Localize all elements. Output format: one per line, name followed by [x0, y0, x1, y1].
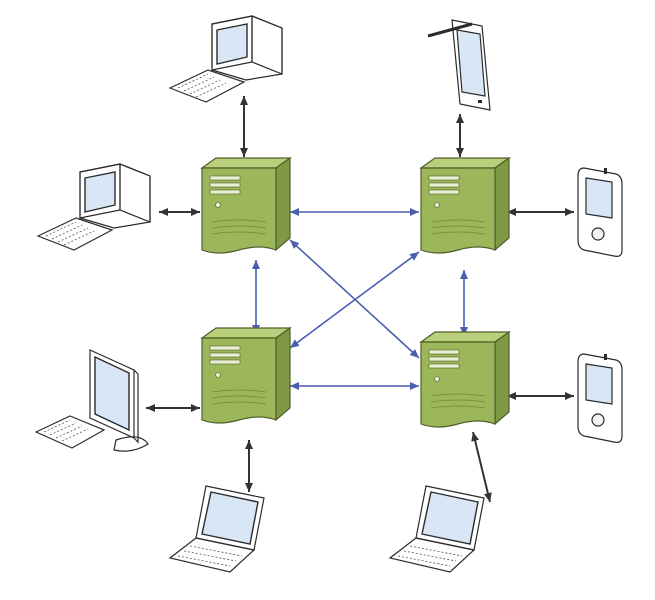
- laptop-icon: [169, 485, 265, 573]
- nodes-layer: [35, 15, 623, 573]
- links-layer: [146, 96, 574, 503]
- server-link-server-top-right-to-server-bottom-left: [289, 251, 420, 349]
- server-link-server-top-left-to-server-bottom-right: [289, 239, 420, 359]
- pda-icon: [577, 353, 623, 443]
- tablet-stylus-icon: [426, 18, 492, 112]
- desktop-computer-icon: [169, 15, 283, 103]
- tower-server-icon: [420, 157, 510, 254]
- lcd-monitor-icon: [35, 349, 149, 452]
- laptop-icon: [389, 485, 485, 573]
- tower-server-icon: [201, 327, 291, 424]
- tower-server-icon: [201, 157, 291, 254]
- desktop-computer-icon: [37, 163, 151, 251]
- pda-icon: [577, 167, 623, 257]
- tower-server-icon: [420, 331, 510, 428]
- client-link-laptop-bottom-right-to-server-bottom-right: [471, 431, 492, 503]
